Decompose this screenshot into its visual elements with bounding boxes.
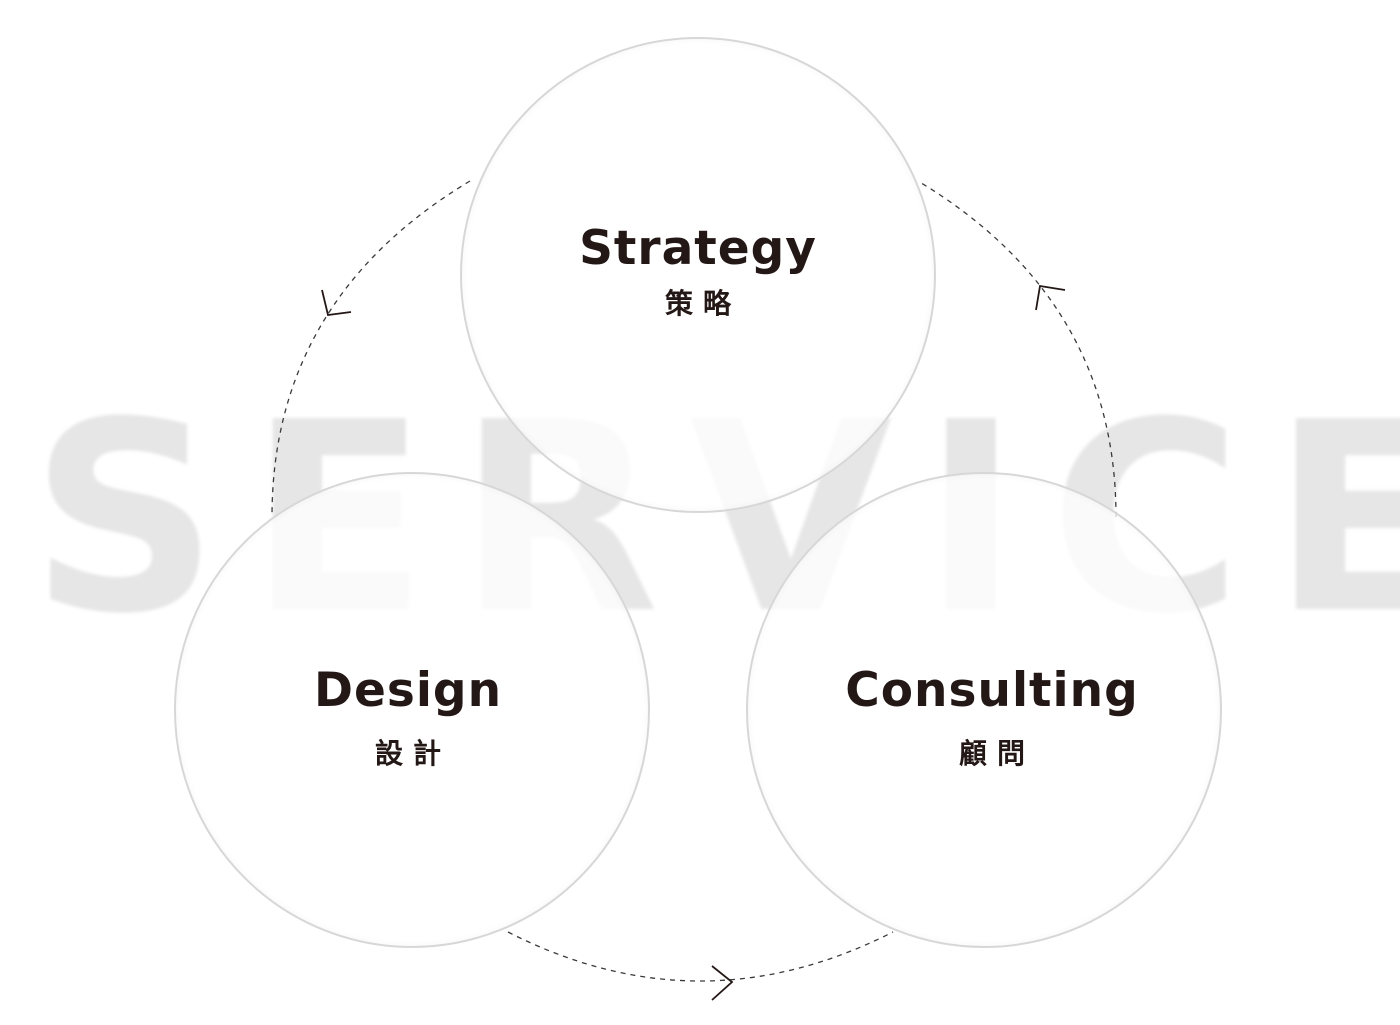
consulting-circle xyxy=(746,472,1222,948)
arrowhead-left-icon xyxy=(321,289,352,316)
consulting-subtitle: 顧問 xyxy=(958,737,1035,770)
design-subtitle: 設計 xyxy=(374,737,451,770)
arrowhead-bottom-icon xyxy=(711,965,734,1001)
connector-strategy-to-design xyxy=(271,180,471,518)
design-title: Design xyxy=(313,663,503,718)
consulting-title: Consulting xyxy=(845,663,1139,718)
strategy-circle xyxy=(460,37,936,513)
connector-design-to-consulting xyxy=(507,931,894,982)
strategy-subtitle: 策略 xyxy=(664,287,741,320)
design-circle xyxy=(174,472,650,948)
strategy-title: Strategy xyxy=(579,221,817,276)
arrowhead-right-icon xyxy=(1035,284,1066,311)
connector-consulting-to-strategy xyxy=(917,180,1117,518)
